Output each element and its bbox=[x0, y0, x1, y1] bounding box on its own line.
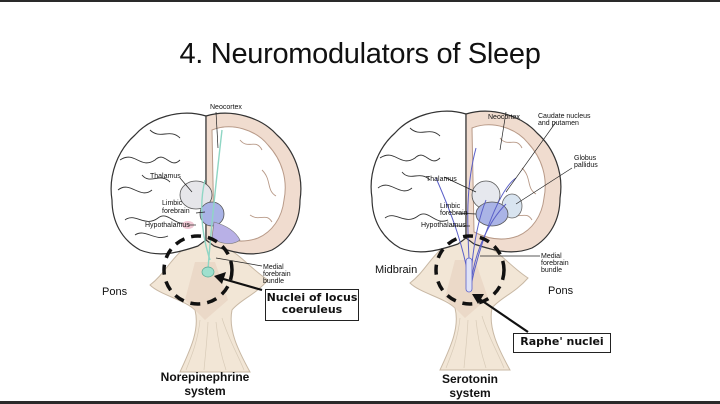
label-medial-forebrain-left-1: Medial bbox=[263, 264, 284, 271]
bottom-border bbox=[0, 401, 720, 404]
label-medial-forebrain-left-2: forebrain bbox=[263, 271, 291, 278]
callout-locus-coeruleus-line2: coeruleus bbox=[281, 303, 343, 316]
caption-norepinephrine-line2: system bbox=[184, 384, 226, 398]
caption-norepinephrine: Norepinephrine system bbox=[135, 370, 275, 398]
label-neocortex-right: Neocortex bbox=[488, 114, 520, 121]
label-pons-right: Pons bbox=[548, 285, 574, 297]
label-thalamus-right: Thalamus bbox=[426, 176, 457, 183]
slide-title: 4. Neuromodulators of Sleep bbox=[179, 38, 541, 70]
callout-raphe-nuclei: Raphe' nuclei bbox=[513, 333, 611, 353]
label-hypothalamus-right: Hypothalamus bbox=[421, 222, 466, 229]
label-globus-1: Globus bbox=[574, 155, 597, 162]
label-limbic-forebrain-right-2: forebrain bbox=[440, 210, 468, 217]
label-thalamus-left: Thalamus bbox=[150, 173, 181, 180]
label-medial-forebrain-right-3: bundle bbox=[541, 267, 563, 274]
label-globus-2: pallidus bbox=[574, 162, 598, 169]
caption-serotonin-line1: Serotonin bbox=[442, 372, 498, 386]
label-neocortex-left: Neocortex bbox=[210, 104, 242, 111]
caption-serotonin-line2: system bbox=[449, 386, 491, 400]
label-limbic-forebrain-left-2: forebrain bbox=[162, 208, 190, 215]
label-pons-left: Pons bbox=[102, 286, 128, 298]
label-limbic-forebrain-left-1: Limbic bbox=[162, 200, 183, 207]
callout-locus-coeruleus-line1: Nuclei of locus bbox=[266, 291, 358, 304]
label-medial-forebrain-right-2: forebrain bbox=[541, 260, 569, 267]
caption-serotonin: Serotonin system bbox=[415, 372, 525, 400]
label-hypothalamus-left: Hypothalamus bbox=[145, 222, 190, 229]
label-limbic-forebrain-right-1: Limbic bbox=[440, 203, 461, 210]
right-brain-illustration bbox=[370, 110, 573, 371]
callout-locus-coeruleus: Nuclei of locus coeruleus bbox=[265, 289, 359, 321]
caption-norepinephrine-line1: Norepinephrine bbox=[160, 370, 250, 384]
left-brain-illustration bbox=[110, 111, 302, 373]
label-medial-forebrain-left-3: bundle bbox=[263, 278, 285, 285]
callout-raphe-nuclei-line1: Raphe' nuclei bbox=[520, 335, 604, 348]
label-medial-forebrain-right-1: Medial bbox=[541, 253, 562, 260]
label-caudate-1: Caudate nucleus bbox=[538, 113, 591, 120]
label-midbrain: Midbrain bbox=[375, 264, 418, 276]
label-caudate-2: and putamen bbox=[538, 120, 579, 127]
top-border bbox=[0, 0, 720, 2]
